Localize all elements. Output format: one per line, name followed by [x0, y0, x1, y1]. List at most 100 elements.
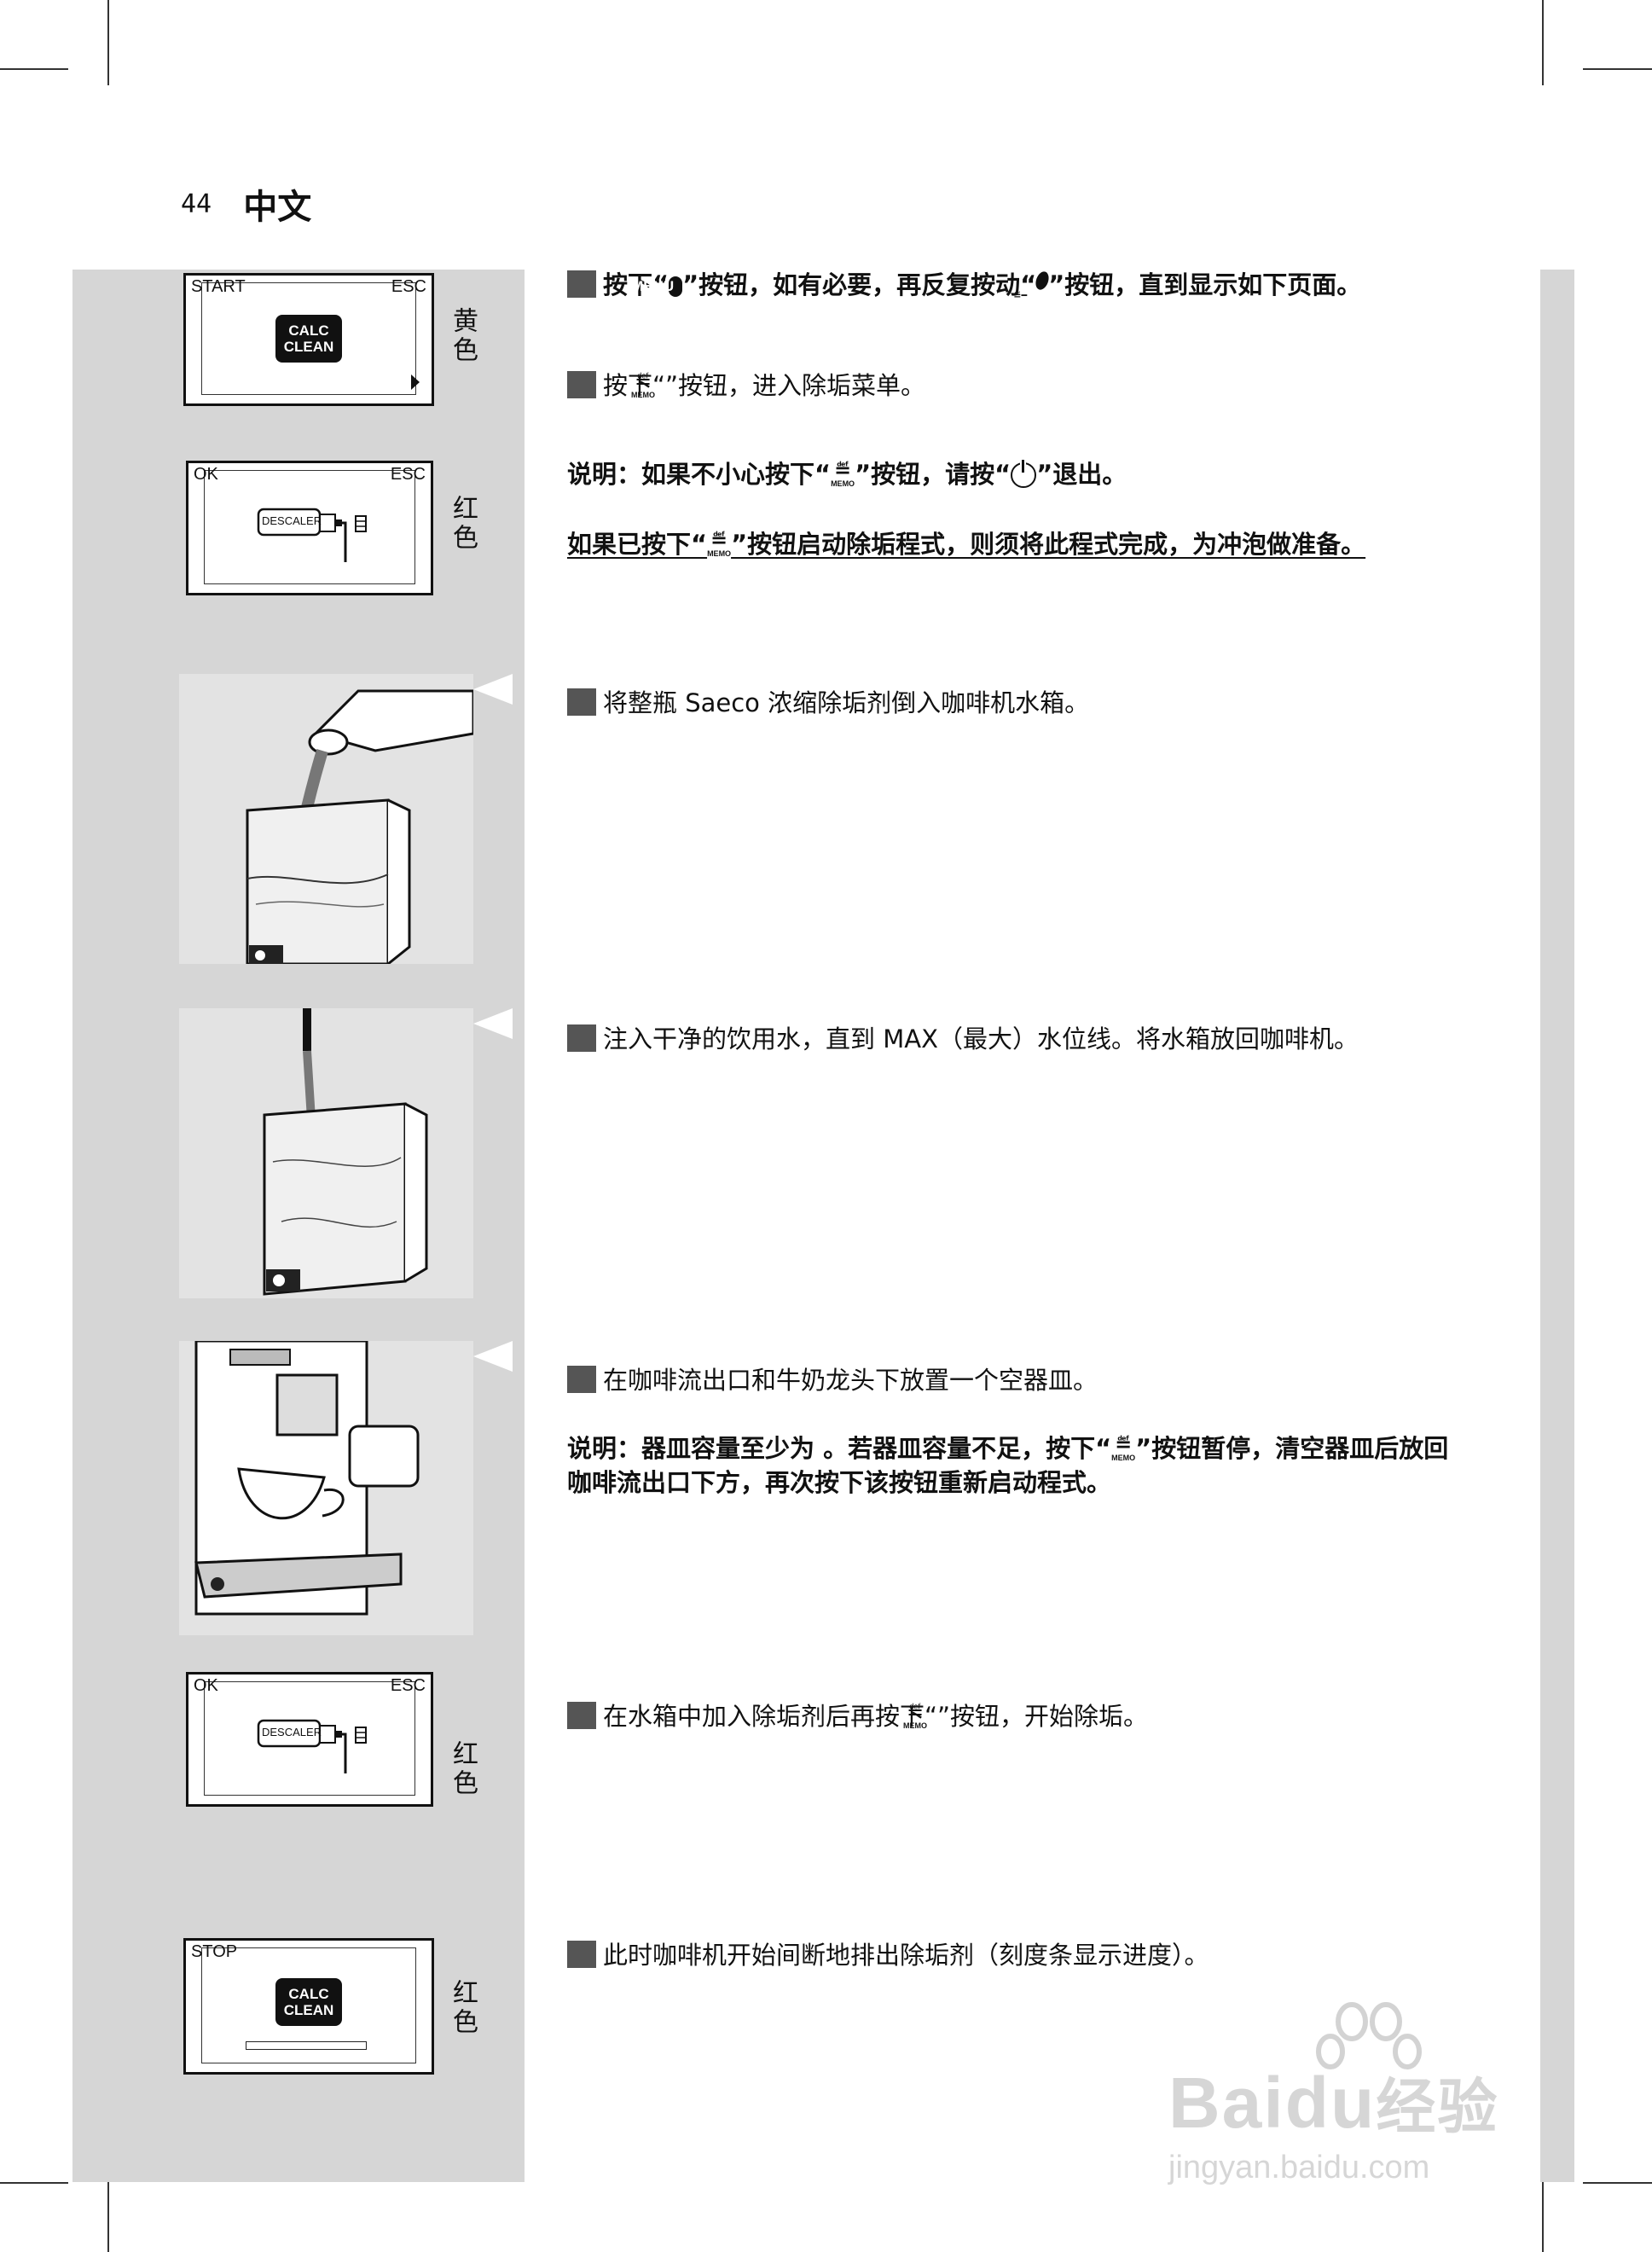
- crop-mark: [107, 0, 109, 85]
- step-pointer: [473, 674, 513, 705]
- icon-text: CLEAN: [283, 2002, 334, 2018]
- bottle-label: DESCALER: [262, 514, 322, 527]
- note-text: ”按钮，请按“: [855, 460, 1011, 489]
- watermark-jingyan: 经验: [1376, 2074, 1499, 2140]
- screen-label-start: START: [191, 277, 246, 296]
- display-screen-calc-clean: START ESC CALC CLEAN: [183, 273, 434, 406]
- crop-mark: [0, 68, 68, 70]
- memo-cup-icon: ≝MEMO: [831, 458, 855, 488]
- note-must-complete: 如果已按下“≝MEMO”按钮启动除垢程式，则须将此程式完成，为冲泡做准备。: [567, 527, 1471, 561]
- watermark-brand: Baidu经验: [1168, 2059, 1498, 2145]
- crop-mark: [107, 2167, 109, 2252]
- note-text: 如果已按下“: [567, 530, 708, 559]
- step-text: ”按钮，直到显示如下页面。: [1048, 270, 1362, 299]
- descaler-bottle-icon: [257, 1719, 367, 1773]
- display-screen-descaler: OK ESC DESCALER: [186, 1672, 433, 1807]
- color-label: 红色: [448, 1740, 478, 1798]
- right-margin-band: [1540, 270, 1574, 2182]
- memo-cup-icon: ≝MEMO: [1111, 1432, 1136, 1462]
- illustration-pour-descaler: [179, 674, 473, 964]
- menu-key-icon: MENU: [631, 276, 683, 297]
- step-number: 4: [554, 688, 596, 716]
- power-icon: [1011, 460, 1037, 488]
- watermark-bai: Bai: [1168, 2063, 1285, 2143]
- step-text: 注入干净的饮用水，直到 MAX（最大）水位线。将水箱放回咖啡机。: [603, 1024, 1359, 1053]
- step-pointer: [473, 1341, 513, 1372]
- page-language: 中文: [243, 188, 312, 227]
- step-text: 将整瓶 Saeco 浓缩除垢剂倒入咖啡机水箱。: [603, 688, 1090, 717]
- step-2: 2按下“MENU”按钮，如有必要，再反复按动“≝━”按钮，直到显示如下页面。: [554, 268, 1516, 302]
- fill-drawing: [263, 1008, 428, 1296]
- screen-label-ok: OK: [194, 465, 218, 484]
- calc-clean-icon: CALC CLEAN: [275, 315, 342, 363]
- step-number: 3: [554, 371, 596, 398]
- screen-label-esc: ESC: [390, 1676, 426, 1695]
- step-pointer: [473, 1008, 513, 1039]
- note-text: ”退出。: [1036, 460, 1127, 489]
- step-text: 在水箱中加入除垢剂后再按下“: [603, 1702, 938, 1731]
- icon-text: CALC: [288, 322, 329, 339]
- step-text: ”按钮，开始除垢。: [937, 1702, 1149, 1731]
- step-number: 5: [554, 1024, 596, 1052]
- watermark-du: du: [1284, 2063, 1377, 2143]
- baidu-jingyan-watermark: Baidu经验 jingyan.baidu.com: [1160, 1996, 1552, 2201]
- bottle-label: DESCALER: [262, 1726, 322, 1738]
- step-text: ”按钮，进入除垢菜单。: [665, 371, 926, 400]
- step-text: 按下“: [603, 270, 669, 299]
- step-number: 6: [554, 1366, 596, 1393]
- screen-frame: [204, 1681, 415, 1796]
- arrow-right-icon: [411, 374, 420, 390]
- step-8: 8 此时咖啡机开始间断地排出除垢剂（刻度条显示进度）。: [554, 1938, 1516, 1972]
- watermark-url: jingyan.baidu.com: [1168, 2150, 1430, 2185]
- coffee-bean-icon: ≝━: [1013, 270, 1052, 302]
- calc-clean-icon: CALC CLEAN: [275, 1978, 342, 2026]
- icon-text: CALC: [288, 1986, 329, 2002]
- paw-logo-icon: [1316, 2002, 1422, 2069]
- descaler-bottle-icon: [257, 508, 367, 562]
- note-cancel: 说明：如果不小心按下“≝MEMO”按钮，请按“ ”退出。: [567, 457, 1471, 491]
- crop-mark: [1542, 2167, 1544, 2252]
- note-text: ”按钮启动除垢程式，则须将此程式完成，为冲泡做准备。: [731, 530, 1366, 559]
- page-number: 44: [181, 189, 212, 219]
- screen-frame: [201, 1947, 416, 2063]
- display-screen-stop: STOP CALC CLEAN: [183, 1938, 434, 2075]
- display-screen-descaler: OK ESC DESCALER: [186, 461, 433, 595]
- crop-mark: [1542, 0, 1544, 85]
- memo-cup-icon: ≝MEMO: [707, 528, 732, 558]
- color-label: 红色: [448, 1979, 478, 2037]
- step-number: 2: [554, 270, 596, 298]
- step-number: 8: [554, 1941, 596, 1968]
- machine-drawing: [194, 1341, 420, 1616]
- step-text: 在咖啡流出口和牛奶龙头下放置一个空器皿。: [603, 1366, 1098, 1395]
- illustration-empty-container: [179, 1341, 473, 1635]
- step-text: ”按钮，如有必要，再反复按动“: [682, 270, 1037, 299]
- screen-label-stop: STOP: [191, 1942, 238, 1961]
- pour-drawing: [246, 689, 473, 964]
- illustration-fill-water: [179, 1008, 473, 1298]
- screen-frame: [204, 470, 415, 584]
- note-container-capacity: 说明：器皿容量至少为 。若器皿容量不足，按下“≝MEMO”按钮暂停，清空器皿后放…: [567, 1431, 1471, 1500]
- screen-label-ok: OK: [194, 1676, 218, 1695]
- progress-bar: [246, 2041, 367, 2050]
- color-label: 红色: [448, 495, 478, 553]
- crop-mark: [1583, 68, 1652, 70]
- screen-label-esc: ESC: [390, 465, 426, 484]
- note-text: 说明：器皿容量至少为 。若器皿容量不足，按下“: [567, 1434, 1112, 1463]
- crop-mark: [0, 2182, 68, 2184]
- page-header: 44 中文: [181, 179, 311, 227]
- step-text: 此时咖啡机开始间断地排出除垢剂（刻度条显示进度）。: [603, 1941, 1209, 1970]
- icon-text: CLEAN: [283, 339, 334, 355]
- color-label: 黄色: [448, 307, 478, 365]
- screen-frame: [201, 282, 416, 395]
- step-number: 7: [554, 1702, 596, 1729]
- screen-label-esc: ESC: [391, 277, 426, 296]
- note-text: ”按钮暂停，清空器皿后放回咖啡流出口下方，再次按下该按钮重新启动程式。: [567, 1434, 1449, 1497]
- step-6: 6 在咖啡流出口和牛奶龙头下放置一个空器皿。: [554, 1363, 1516, 1397]
- note-text: 说明：如果不小心按下“: [567, 460, 832, 489]
- crop-mark: [1583, 2182, 1652, 2184]
- step-text: 按下“: [603, 371, 666, 400]
